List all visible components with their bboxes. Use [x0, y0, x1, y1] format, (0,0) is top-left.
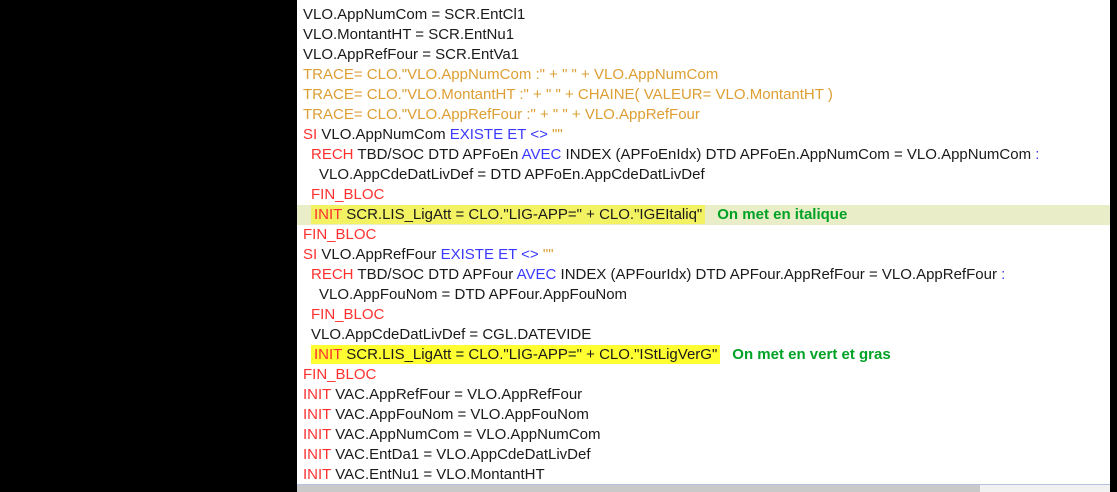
- code-line: TRACE= CLO."VLO.MontantHT :" + " " + CHA…: [297, 85, 1110, 105]
- code-text: INIT VAC.AppNumCom = VLO.AppNumCom: [303, 426, 601, 443]
- code-line: INIT VAC.AppFouNom = VLO.AppFouNom: [297, 405, 1110, 425]
- code-line: FIN_BLOC: [297, 225, 1110, 245]
- code-line: VLO.AppNumCom = SCR.EntCl1: [297, 5, 1110, 25]
- code-text: VLO.AppCdeDatLivDef = CGL.DATEVIDE: [311, 326, 592, 343]
- code-text: TRACE= CLO."VLO.MontantHT :" + " " + CHA…: [303, 86, 833, 103]
- code-line: INIT VAC.EntNu1 = VLO.MontantHT: [297, 465, 1110, 484]
- scrollbar-thumb[interactable]: [297, 485, 980, 492]
- code-text: VLO.AppRefFour = SCR.EntVa1: [303, 46, 520, 63]
- code-text: INIT VAC.AppRefFour = VLO.AppRefFour: [303, 386, 583, 403]
- code-text: TRACE= CLO."VLO.AppNumCom :" + " " + VLO…: [303, 66, 719, 83]
- code-text: VLO.AppFouNom = DTD APFour.AppFouNom: [319, 286, 628, 303]
- code-line: INIT SCR.LIS_LigAtt = CLO."LIG-APP=" + C…: [297, 205, 1110, 225]
- code-text: FIN_BLOC: [311, 186, 385, 203]
- code-comment: On met en vert et gras: [732, 346, 891, 363]
- code-line: INIT SCR.LIS_LigAtt = CLO."LIG-APP=" + C…: [297, 345, 1110, 365]
- code-text: TRACE= CLO."VLO.AppRefFour :" + " " + VL…: [303, 106, 700, 123]
- code-line: VLO.AppRefFour = SCR.EntVa1: [297, 45, 1110, 65]
- code-line: FIN_BLOC: [297, 305, 1110, 325]
- code-line: FIN_BLOC: [297, 185, 1110, 205]
- code-text: SI VLO.AppRefFour EXISTE ET <> "": [303, 246, 554, 263]
- code-line: VLO.MontantHT = SCR.EntNu1: [297, 25, 1110, 45]
- code-text: INIT VAC.EntNu1 = VLO.MontantHT: [303, 466, 545, 483]
- code-line: RECH TBD/SOC DTD APFour AVEC INDEX (APFo…: [297, 265, 1110, 285]
- code-line: INIT VAC.AppNumCom = VLO.AppNumCom: [297, 425, 1110, 445]
- code-text: VLO.AppCdeDatLivDef = DTD APFoEn.AppCdeD…: [319, 166, 705, 183]
- code-text: FIN_BLOC: [311, 306, 385, 323]
- code-line: RECH TBD/SOC DTD APFoEn AVEC INDEX (APFo…: [297, 145, 1110, 165]
- code-text: INIT SCR.LIS_LigAtt = CLO."LIG-APP=" + C…: [311, 345, 721, 364]
- code-line: SI VLO.AppRefFour EXISTE ET <> "": [297, 245, 1110, 265]
- code-comment: On met en italique: [717, 206, 848, 223]
- horizontal-scrollbar[interactable]: [297, 484, 1110, 492]
- code-text: INIT SCR.LIS_LigAtt = CLO."LIG-APP=" + C…: [311, 205, 706, 224]
- code-text: INIT VAC.AppFouNom = VLO.AppFouNom: [303, 406, 589, 423]
- code-line: INIT VAC.AppRefFour = VLO.AppRefFour: [297, 385, 1110, 405]
- code-line: VLO.AppCdeDatLivDef = CGL.DATEVIDE: [297, 325, 1110, 345]
- code-text: VLO.AppNumCom = SCR.EntCl1: [303, 6, 526, 23]
- code-line: TRACE= CLO."VLO.AppNumCom :" + " " + VLO…: [297, 65, 1110, 85]
- code-line: VLO.AppFouNom = DTD APFour.AppFouNom: [297, 285, 1110, 305]
- code-text: RECH TBD/SOC DTD APFour AVEC INDEX (APFo…: [311, 266, 1006, 283]
- code-line: VLO.AppCdeDatLivDef = DTD APFoEn.AppCdeD…: [297, 165, 1110, 185]
- code-line: FIN_BLOC: [297, 365, 1110, 385]
- code-line: INIT VAC.EntDa1 = VLO.AppCdeDatLivDef: [297, 445, 1110, 465]
- code-text: INIT VAC.EntDa1 = VLO.AppCdeDatLivDef: [303, 446, 591, 463]
- code-text: VLO.MontantHT = SCR.EntNu1: [303, 26, 515, 43]
- code-line: TRACE= CLO."VLO.AppRefFour :" + " " + VL…: [297, 105, 1110, 125]
- code-text: FIN_BLOC: [303, 226, 377, 243]
- code-text: RECH TBD/SOC DTD APFoEn AVEC INDEX (APFo…: [311, 146, 1040, 163]
- code-line: SI VLO.AppNumCom EXISTE ET <> "": [297, 125, 1110, 145]
- code-text: SI VLO.AppNumCom EXISTE ET <> "": [303, 126, 563, 143]
- code-text: FIN_BLOC: [303, 366, 377, 383]
